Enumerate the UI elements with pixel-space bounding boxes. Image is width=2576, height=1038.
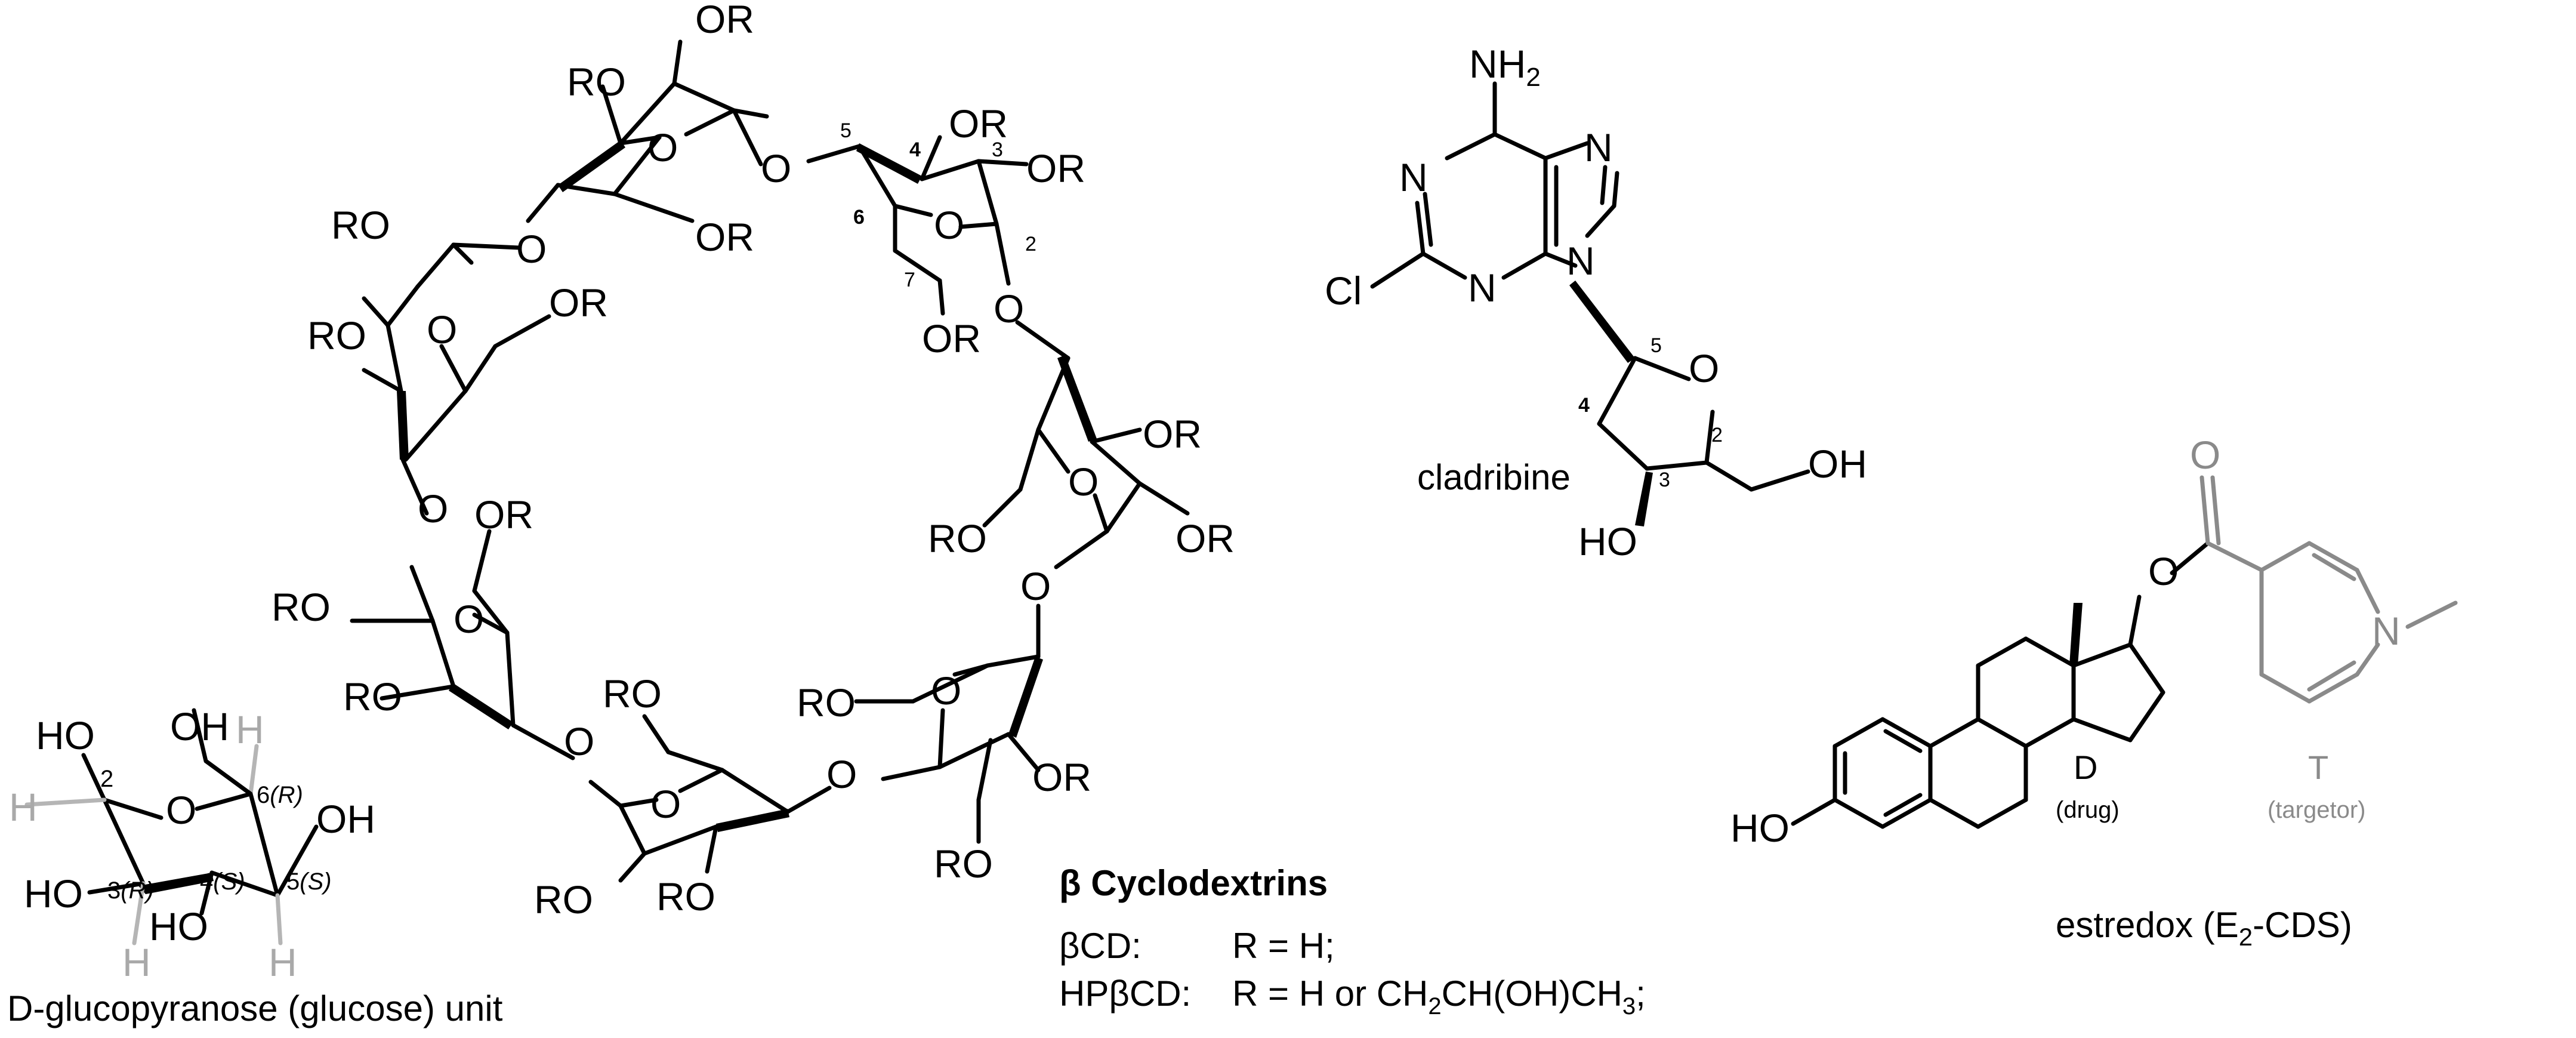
cladribine-c4-number: 4 — [1578, 394, 1590, 417]
cladribine-c3-number: 3 — [1659, 469, 1670, 491]
cladribine-n9: N — [1566, 239, 1595, 283]
cladribine-n7: N — [1584, 125, 1613, 170]
cd-ro-4: RO — [934, 842, 993, 886]
glucose-ho-lower: HO — [24, 871, 83, 916]
glucose-oh-top: OH — [170, 704, 229, 749]
cd-c3-number: 3 — [992, 138, 1003, 161]
cd-or-5: OR — [922, 316, 981, 361]
cd-o-link-ag: O — [516, 227, 547, 271]
cd-def1-name: βCD: — [1059, 926, 1142, 966]
glucose-c2-number: 2 — [100, 766, 113, 792]
cd-o-ring-g: O — [427, 307, 457, 352]
glucose-caption: D-glucopyranose (glucose) unit — [7, 988, 503, 1028]
glucose-oh-right: OH — [316, 797, 375, 841]
cladribine-ho: HO — [1578, 519, 1637, 563]
cd-o-ring-c: O — [1068, 460, 1099, 504]
cd-or-9: OR — [474, 492, 533, 537]
cd-or-6: OR — [1143, 412, 1202, 456]
cd-or-3: OR — [949, 101, 1008, 146]
cd-or-2: OR — [695, 215, 754, 259]
glucose-ho-bottom: HO — [149, 904, 208, 948]
cd-or-4: OR — [1026, 146, 1085, 190]
cd-c5-number: 5 — [840, 119, 852, 142]
cd-c7-number: 7 — [904, 269, 915, 291]
cd-o-ring-d: O — [931, 669, 961, 713]
cladribine-n1: N — [1399, 155, 1428, 199]
cd-or-8: OR — [1032, 755, 1091, 799]
cd-ro-8: RO — [272, 585, 331, 629]
glucose-ho-left: HO — [36, 713, 95, 757]
estredox-caption: estredox (E2-CDS) — [2056, 905, 2352, 951]
cladribine-ring-oxygen: O — [1689, 346, 1719, 390]
cd-o-link-de: O — [826, 752, 857, 796]
estredox-ho: HO — [1730, 806, 1790, 850]
cd-o-link-fg: O — [418, 486, 448, 531]
cd-o-ring-b: O — [934, 203, 964, 247]
glucose-c5-number: 5(S) — [286, 868, 332, 895]
estredox-drug-letter: D — [2074, 749, 2097, 786]
cd-ro-6: RO — [656, 874, 715, 919]
cladribine-c2-number: 2 — [1711, 424, 1723, 446]
cd-ro-1: RO — [567, 60, 626, 104]
cladribine-oh: OH — [1808, 442, 1867, 486]
glucose-c6-number: 6(R) — [257, 782, 303, 808]
cd-def1-value: R = H; — [1232, 926, 1335, 966]
cd-o-ring-f: O — [454, 597, 484, 641]
cd-ro-2: RO — [928, 516, 987, 560]
estredox-ester-oxygen: O — [2148, 549, 2179, 593]
cd-or-10: OR — [549, 281, 608, 325]
cd-o-ring-e: O — [650, 782, 681, 826]
cd-ro-5: RO — [603, 672, 662, 716]
glucose-h-left: H — [9, 785, 38, 829]
cd-ro-11: RO — [307, 313, 366, 358]
cd-ro-3: RO — [797, 680, 856, 725]
cd-o-link-cd: O — [1020, 564, 1051, 608]
glucose-c4-number: 4(S) — [200, 868, 245, 895]
estredox-pyridine-n: N — [2372, 609, 2401, 653]
estredox-targetor-letter: T — [2308, 749, 2328, 786]
glucose-ring-oxygen: O — [166, 788, 196, 832]
cd-c6-number: 6 — [853, 206, 865, 229]
cd-def2-name: HPβCD: — [1059, 974, 1191, 1014]
estredox-drug-label: (drug) — [2056, 797, 2120, 823]
cd-o-link-ab: O — [761, 146, 791, 190]
glucose-structure: OH HO H H O OH HO HO H H 2 3(R) 4(S) 5(S… — [7, 704, 503, 1028]
cladribine-name: cladribine — [1417, 457, 1571, 497]
cd-o-ring-a: O — [647, 125, 678, 170]
cladribine-n3: N — [1468, 266, 1497, 310]
estredox-targetor-label: (targetor) — [2268, 797, 2366, 823]
glucose-h-bottom-left: H — [122, 940, 151, 984]
cd-o-link-ef: O — [564, 719, 594, 763]
cd-def2-value: R = H or CH2CH(OH)CH3; — [1232, 974, 1646, 1019]
glucose-h-bottom-right: H — [269, 940, 297, 984]
cd-or-1: OR — [695, 0, 754, 41]
cd-title: β Cyclodextrins — [1059, 863, 1328, 903]
glucose-h-top: H — [236, 707, 264, 751]
cd-ro-7: RO — [534, 877, 593, 922]
cd-ro-10: RO — [331, 203, 390, 247]
estredox-structure: HO O O N D (drug) T (targetor) estredox … — [1730, 433, 2458, 951]
cladribine-cl: Cl — [1325, 269, 1362, 313]
cd-ro-9: RO — [343, 674, 402, 719]
cd-c2-number: 2 — [1025, 233, 1036, 255]
glucose-c3-number: 3(R) — [107, 877, 154, 904]
cyclodextrin-structure: OR RO O O O OR OR OR O OR O OR O OR RO O… — [272, 0, 1646, 1019]
cladribine-c5-number: 5 — [1651, 334, 1662, 357]
cd-or-7: OR — [1176, 516, 1235, 560]
cladribine-nh2: NH2 — [1469, 42, 1541, 92]
cd-o-link-bc: O — [994, 287, 1024, 331]
cd-c4-number: 4 — [909, 138, 921, 161]
estredox-carbonyl-oxygen: O — [2190, 433, 2220, 477]
cladribine-structure: NH2 N N N N Cl O OH HO cladribine 5 4 2 … — [1325, 42, 1867, 563]
